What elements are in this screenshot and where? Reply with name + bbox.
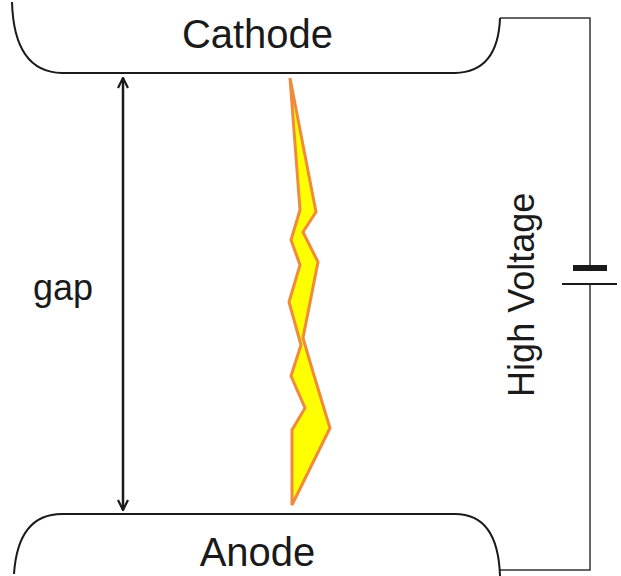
gap-arrow bbox=[122, 78, 125, 510]
gap-label: gap bbox=[33, 268, 93, 308]
battery-long-plate bbox=[562, 283, 617, 285]
electrode-label: Cathode bbox=[60, 12, 455, 56]
electrode: Cathode bbox=[0, 0, 510, 76]
electrode-label: Anode bbox=[60, 530, 455, 574]
electrode: Anode bbox=[0, 508, 510, 576]
spark bbox=[289, 78, 330, 505]
battery-short-plate bbox=[573, 265, 607, 271]
voltage-label: High Voltage bbox=[502, 193, 542, 397]
electrode-edge bbox=[12, 2, 500, 73]
electrode-edge bbox=[14, 514, 500, 576]
